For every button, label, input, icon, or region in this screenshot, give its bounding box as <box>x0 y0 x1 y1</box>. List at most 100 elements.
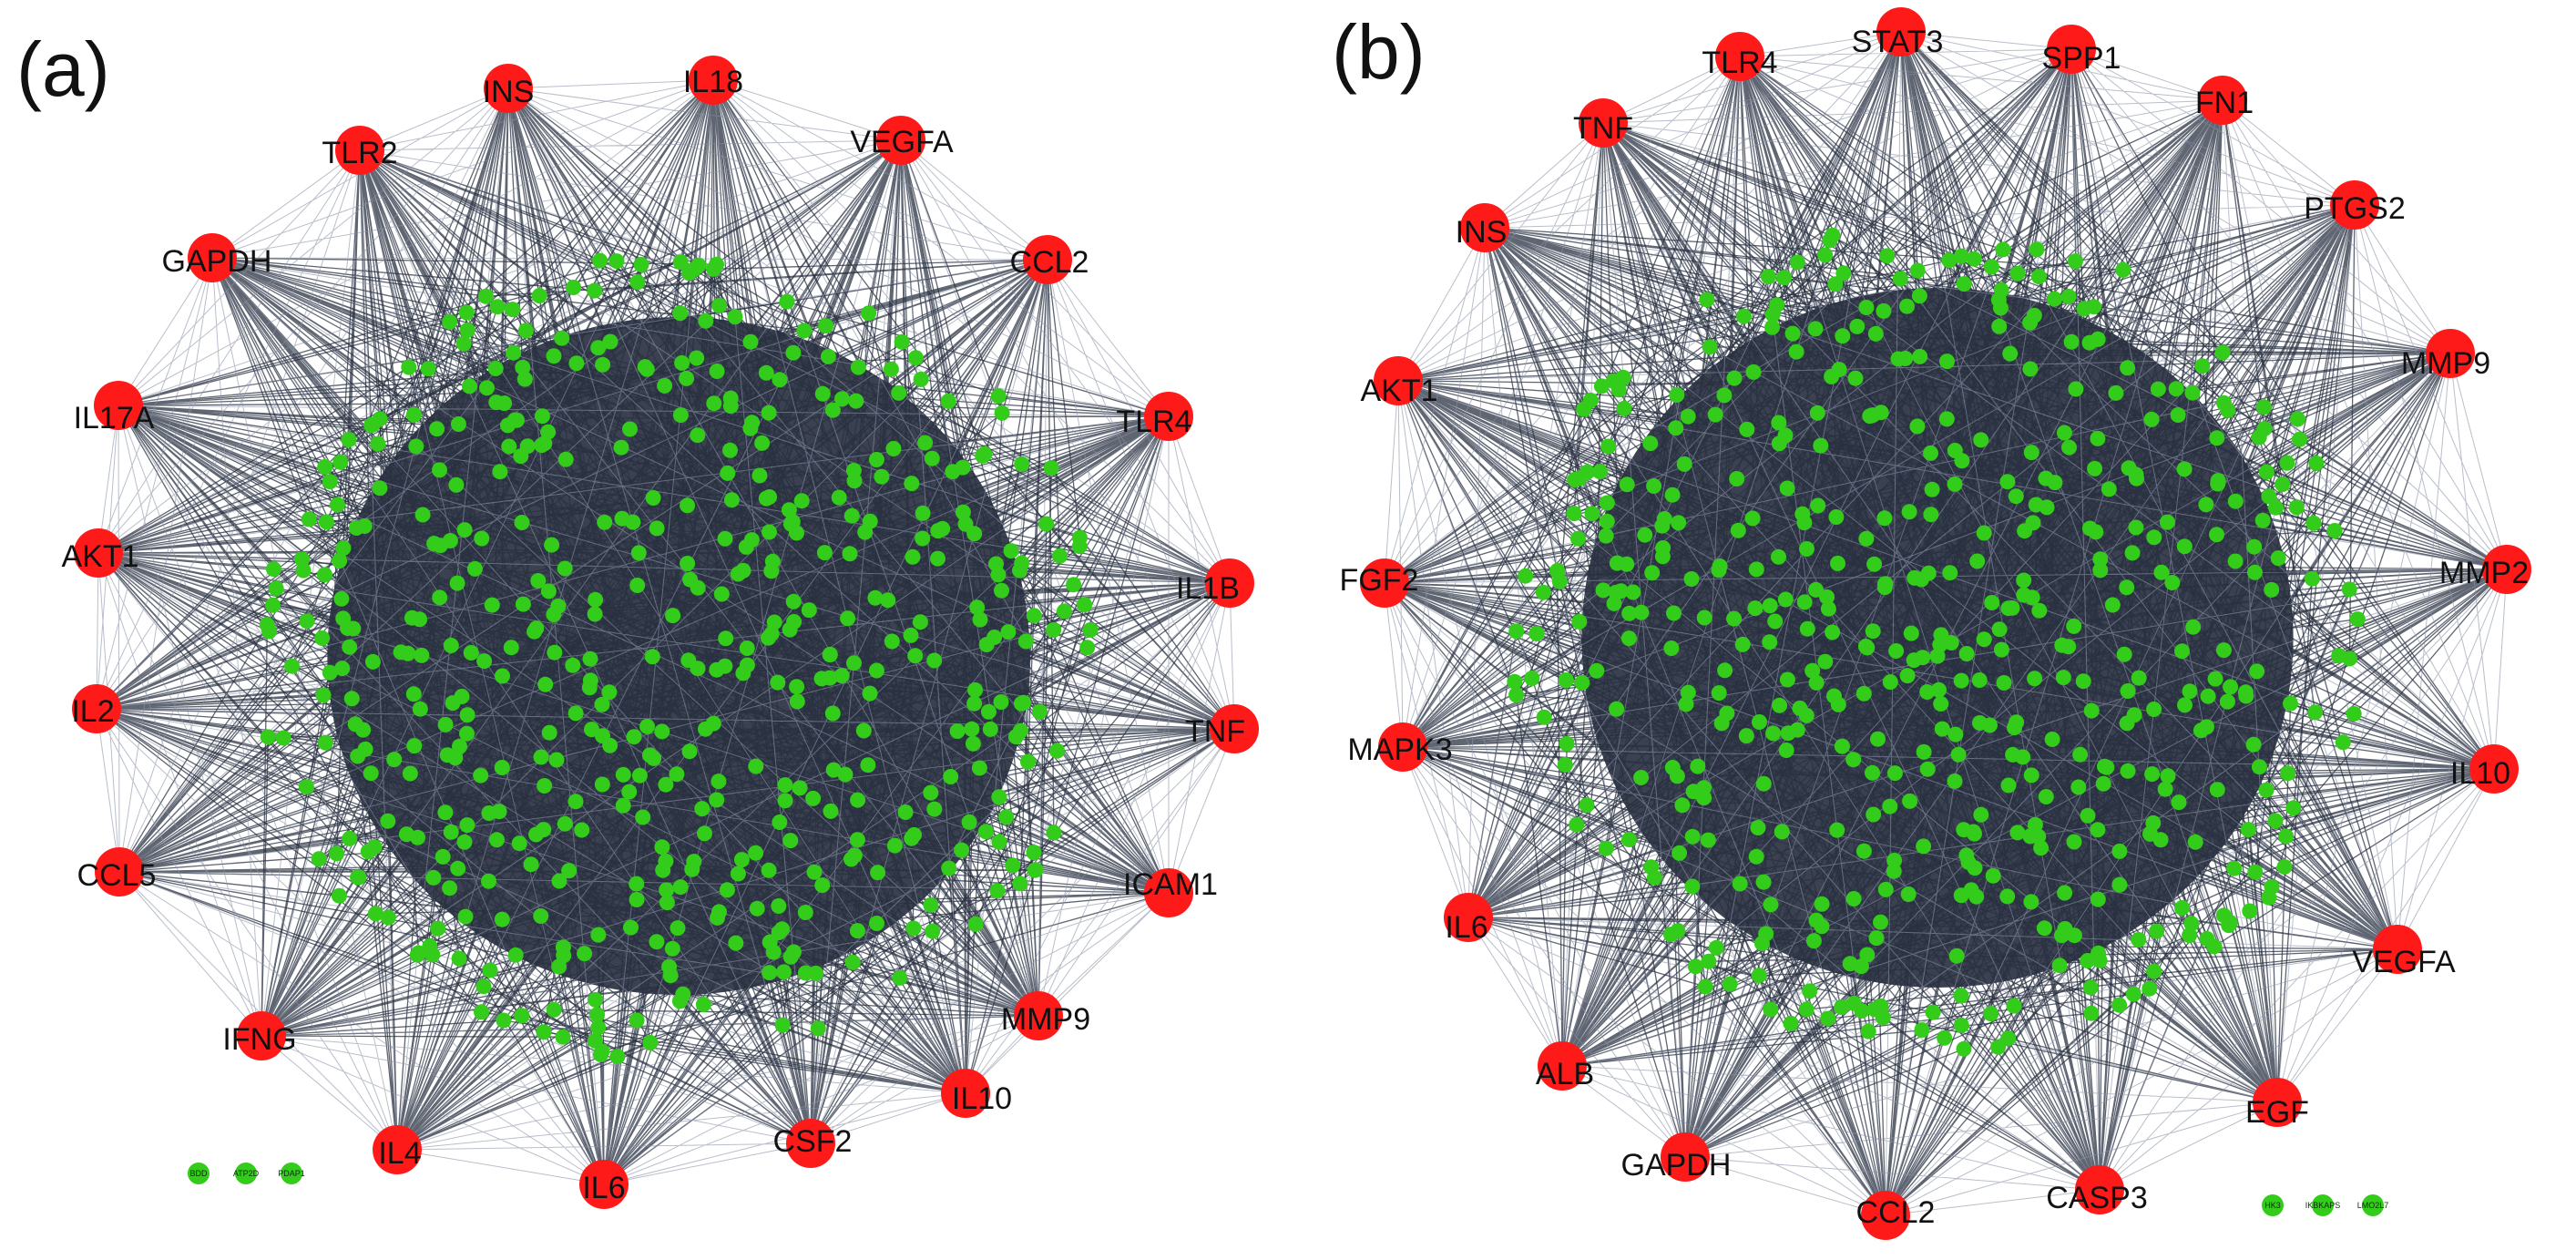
network-node <box>955 504 971 520</box>
network-node <box>478 288 494 304</box>
network-node <box>2150 381 2166 397</box>
network-node <box>2119 715 2135 732</box>
network-node <box>1680 684 1696 701</box>
network-node <box>1699 292 1715 308</box>
network-node <box>442 313 458 330</box>
network-node <box>2335 734 2351 751</box>
network-node <box>350 869 366 886</box>
network-node <box>1916 743 1932 760</box>
network-node <box>615 766 631 783</box>
network-node <box>965 735 981 752</box>
network-node <box>664 940 680 957</box>
network-node <box>1751 968 1767 984</box>
hub-label-vegfa: VEGFA <box>850 125 954 159</box>
hub-label-mmp9: MMP9 <box>2401 346 2490 381</box>
network-node <box>1788 343 1804 360</box>
network-node <box>850 359 866 375</box>
network-node <box>904 476 920 492</box>
network-node <box>1867 325 1884 342</box>
network-node <box>2285 800 2302 816</box>
panel-a-interior-nodes <box>259 252 1099 1065</box>
network-node <box>658 776 674 793</box>
network-node <box>1592 464 1608 480</box>
hub-node-vegfa <box>876 116 925 165</box>
network-node <box>1950 746 1967 763</box>
network-node <box>2174 900 2190 916</box>
network-node <box>622 421 638 437</box>
network-node <box>722 442 738 458</box>
network-node <box>846 655 862 671</box>
network-node <box>679 370 695 386</box>
network-node <box>2016 572 2032 589</box>
network-node <box>2111 843 2128 859</box>
network-node <box>566 280 582 295</box>
network-node <box>2258 782 2274 798</box>
network-node <box>523 856 539 873</box>
network-node <box>1776 270 1793 286</box>
network-node <box>698 312 714 329</box>
network-node <box>2209 782 2225 798</box>
network-node <box>1854 1003 1870 1019</box>
network-node <box>2060 289 2077 304</box>
network-node <box>1991 621 2008 638</box>
network-node <box>1855 685 1872 702</box>
network-node <box>1804 662 1821 679</box>
network-node <box>514 515 530 530</box>
network-node <box>1020 753 1036 770</box>
network-node <box>897 804 914 820</box>
network-node <box>659 895 675 911</box>
network-node <box>401 359 417 375</box>
network-node <box>2267 813 2284 829</box>
network-node <box>1750 820 1766 835</box>
hub-node-il10 <box>2469 744 2519 794</box>
network-node <box>614 510 630 527</box>
network-node <box>690 579 706 596</box>
network-node <box>587 282 603 299</box>
network-node <box>2009 265 2026 282</box>
network-node <box>1845 891 1862 907</box>
network-node <box>2056 425 2072 441</box>
network-node <box>672 407 689 424</box>
network-node <box>459 707 475 723</box>
network-node <box>816 545 833 561</box>
network-node <box>1683 571 1700 587</box>
network-node <box>1886 765 1903 782</box>
isolated-node-label: PDAP1 <box>278 1169 305 1178</box>
network-node <box>1017 633 1034 650</box>
network-node <box>1633 770 1650 785</box>
network-node <box>503 640 519 656</box>
network-node <box>317 734 333 751</box>
network-node <box>1954 453 1970 469</box>
network-node <box>718 630 734 647</box>
network-node <box>1996 675 2012 691</box>
network-node <box>294 551 311 568</box>
network-node <box>544 537 560 553</box>
network-node <box>2104 597 2121 613</box>
network-node <box>988 556 1004 572</box>
network-node <box>623 919 639 936</box>
network-node <box>1032 703 1048 720</box>
network-node <box>541 724 557 741</box>
network-node <box>567 705 584 722</box>
network-node <box>333 590 350 607</box>
network-node <box>581 680 598 696</box>
network-node <box>1941 252 1958 269</box>
network-node <box>2176 461 2193 477</box>
network-node <box>347 716 363 732</box>
network-node <box>420 361 436 377</box>
hub-label-casp3: CASP3 <box>2046 1181 2148 1215</box>
network-node <box>751 467 768 484</box>
network-node <box>762 489 778 505</box>
network-node <box>967 916 984 932</box>
network-node <box>825 762 842 778</box>
network-node <box>2209 527 2224 543</box>
network-node <box>1799 541 1814 557</box>
network-node <box>2030 269 2047 285</box>
network-node <box>2095 775 2111 792</box>
network-node <box>1956 1040 1972 1057</box>
network-node <box>298 779 314 795</box>
network-node <box>481 805 497 821</box>
network-node <box>515 596 531 612</box>
network-node <box>1849 318 1866 334</box>
